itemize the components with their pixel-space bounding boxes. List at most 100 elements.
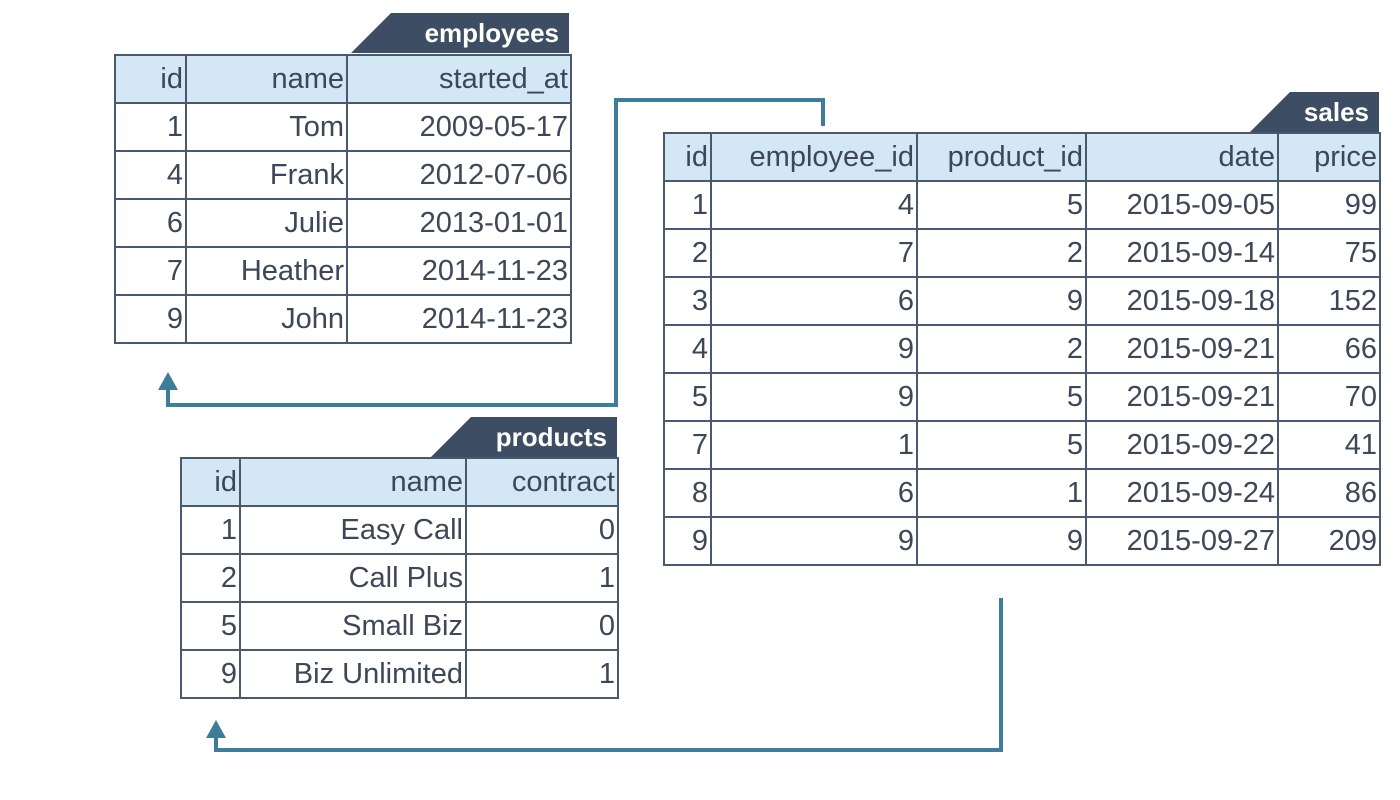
sales-cell-date: 2015-09-21 <box>1085 372 1279 422</box>
sales-cell-id: 7 <box>663 420 712 470</box>
sales-cell-product_id: 1 <box>916 468 1087 518</box>
products-cell-id: 5 <box>180 601 241 651</box>
employees-cell-started_at: 2014-11-23 <box>346 294 572 344</box>
sales-cell-date: 2015-09-27 <box>1085 516 1279 566</box>
products-cell-contract: 1 <box>465 649 619 699</box>
arrowhead-products-icon <box>206 720 226 738</box>
employees-cell-id: 7 <box>114 246 187 296</box>
sales-cell-date: 2015-09-22 <box>1085 420 1279 470</box>
employees-cell-started_at: 2009-05-17 <box>346 102 572 152</box>
sales-cell-id: 3 <box>663 276 712 326</box>
products-cell-contract: 0 <box>465 505 619 555</box>
sales-cell-employee_id: 6 <box>710 276 918 326</box>
products-cell-id: 2 <box>180 553 241 603</box>
products-cell-name: Easy Call <box>239 505 467 555</box>
sales-cell-price: 209 <box>1277 516 1381 566</box>
sales-cell-product_id: 9 <box>916 516 1087 566</box>
sales-cell-date: 2015-09-24 <box>1085 468 1279 518</box>
employees-cell-id: 4 <box>114 150 187 200</box>
products-cell-name: Call Plus <box>239 553 467 603</box>
sales-column-header-price: price <box>1277 132 1381 182</box>
sales-cell-employee_id: 7 <box>710 228 918 278</box>
products-cell-id: 9 <box>180 649 241 699</box>
sales-cell-id: 9 <box>663 516 712 566</box>
employees-column-header-name: name <box>185 54 348 104</box>
sales-cell-employee_id: 6 <box>710 468 918 518</box>
sales-cell-price: 70 <box>1277 372 1381 422</box>
link-sales-employees <box>166 98 825 407</box>
sales-cell-employee_id: 9 <box>710 372 918 422</box>
sales-cell-date: 2015-09-05 <box>1085 180 1279 230</box>
employees-cell-id: 1 <box>114 102 187 152</box>
sales-cell-date: 2015-09-18 <box>1085 276 1279 326</box>
products-cell-id: 1 <box>180 505 241 555</box>
sales-column-header-employee_id: employee_id <box>710 132 918 182</box>
sales-column-header-id: id <box>663 132 712 182</box>
employees-cell-id: 6 <box>114 198 187 248</box>
products-cell-name: Small Biz <box>239 601 467 651</box>
products-cell-contract: 1 <box>465 553 619 603</box>
arrowhead-employees-icon <box>158 372 178 390</box>
sales-cell-date: 2015-09-14 <box>1085 228 1279 278</box>
sales-cell-id: 2 <box>663 228 712 278</box>
employees-cell-started_at: 2012-07-06 <box>346 150 572 200</box>
employees-table-label: employees <box>351 13 569 53</box>
sales-cell-id: 5 <box>663 372 712 422</box>
products-cell-contract: 0 <box>465 601 619 651</box>
employees-cell-name: Tom <box>185 102 348 152</box>
sales-cell-id: 4 <box>663 324 712 374</box>
sales-cell-product_id: 2 <box>916 324 1087 374</box>
products-column-header-id: id <box>180 457 241 507</box>
sales-cell-employee_id: 1 <box>710 420 918 470</box>
sales-cell-price: 75 <box>1277 228 1381 278</box>
employees-column-header-started_at: started_at <box>346 54 572 104</box>
sales-cell-employee_id: 9 <box>710 324 918 374</box>
sales-cell-product_id: 2 <box>916 228 1087 278</box>
sales-cell-product_id: 5 <box>916 180 1087 230</box>
sales-column-header-product_id: product_id <box>916 132 1087 182</box>
sales-cell-employee_id: 9 <box>710 516 918 566</box>
sales-cell-price: 66 <box>1277 324 1381 374</box>
employees-cell-name: Julie <box>185 198 348 248</box>
employees-cell-started_at: 2013-01-01 <box>346 198 572 248</box>
employees-cell-name: Frank <box>185 150 348 200</box>
sales-cell-price: 99 <box>1277 180 1381 230</box>
sales-column-header-date: date <box>1085 132 1279 182</box>
products-column-header-name: name <box>239 457 467 507</box>
sales-cell-date: 2015-09-21 <box>1085 324 1279 374</box>
employees-cell-id: 9 <box>114 294 187 344</box>
sales-cell-employee_id: 4 <box>710 180 918 230</box>
sales-cell-price: 41 <box>1277 420 1381 470</box>
sales-cell-id: 1 <box>663 180 712 230</box>
sales-cell-price: 152 <box>1277 276 1381 326</box>
sales-cell-product_id: 5 <box>916 420 1087 470</box>
employees-column-header-id: id <box>114 54 187 104</box>
sales-cell-price: 86 <box>1277 468 1381 518</box>
sales-cell-id: 8 <box>663 468 712 518</box>
employees-cell-name: Heather <box>185 246 348 296</box>
products-cell-name: Biz Unlimited <box>239 649 467 699</box>
products-column-header-contract: contract <box>465 457 619 507</box>
employees-cell-name: John <box>185 294 348 344</box>
